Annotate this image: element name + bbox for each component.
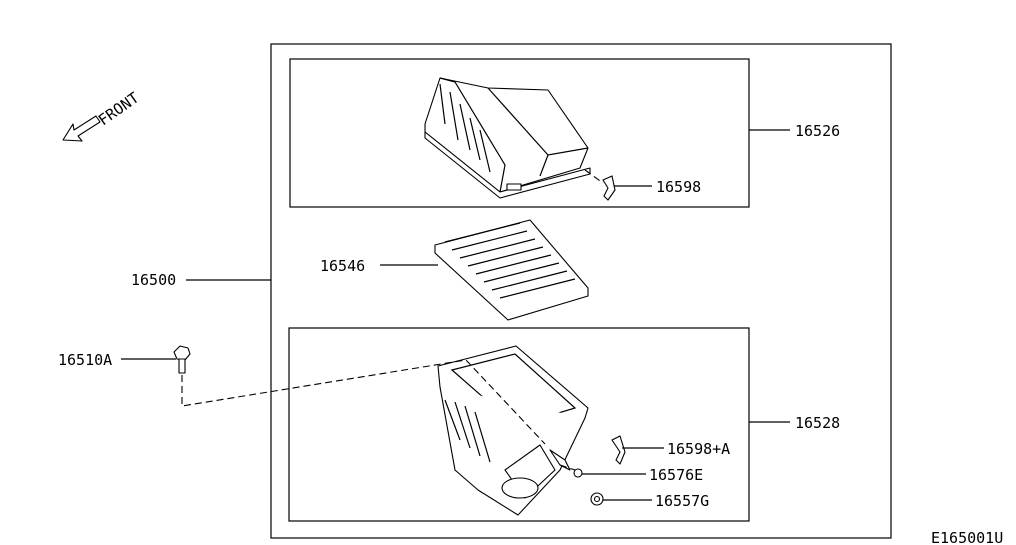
part-label-16598: 16598 <box>656 178 701 196</box>
bolt-drawing <box>173 345 191 374</box>
part-label-16500: 16500 <box>131 271 176 289</box>
clip-upper-dashed-line <box>584 169 604 184</box>
part-label-16528: 16528 <box>795 414 840 432</box>
assembly-frame <box>270 43 892 539</box>
part-label-16546: 16546 <box>320 257 365 275</box>
lower-body-drawing <box>437 345 589 516</box>
clip-upper-drawing <box>602 175 616 201</box>
upper-body-drawing <box>424 77 591 199</box>
part-label-16526: 16526 <box>795 122 840 140</box>
nut-drawing <box>590 492 604 506</box>
upper-body-frame <box>289 58 750 208</box>
grommet-dashed-line <box>559 464 576 471</box>
part-label-16557g: 16557G <box>655 492 709 510</box>
filter-element-drawing <box>434 219 589 321</box>
front-label: FRONT <box>95 89 142 130</box>
part-label-16576e: 16576E <box>649 466 703 484</box>
diagram-code: E165001U <box>931 529 1003 545</box>
front-arrow-icon <box>62 115 101 142</box>
part-label-16510a: 16510A <box>58 351 112 369</box>
part-label-16598a: 16598+A <box>667 440 730 458</box>
bolt-dashed-line <box>181 359 546 445</box>
grommet-drawing <box>573 468 583 478</box>
lower-body-frame <box>288 327 750 522</box>
clip-lower-drawing <box>611 435 626 465</box>
